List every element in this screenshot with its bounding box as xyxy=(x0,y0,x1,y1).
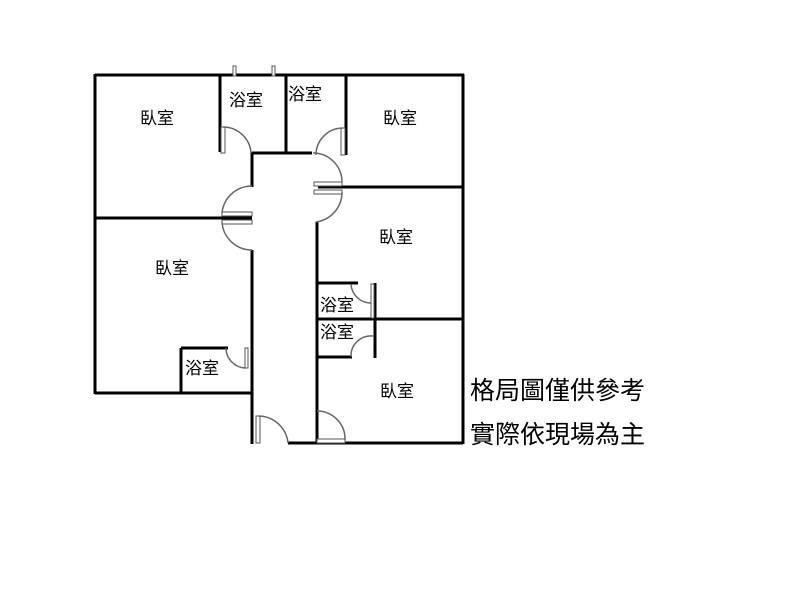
room-label-bedroom: 臥室 xyxy=(155,259,189,279)
disclaimer-line-1: 格局圖僅供參考 xyxy=(470,376,646,405)
room-label-bathroom: 浴室 xyxy=(288,85,322,105)
walls xyxy=(93,73,465,445)
room-label-bedroom: 臥室 xyxy=(380,382,414,402)
room-label-bathroom: 浴室 xyxy=(320,323,354,343)
room-label-bedroom: 臥室 xyxy=(379,228,413,248)
doors xyxy=(220,65,375,444)
room-label-bathroom: 浴室 xyxy=(229,91,263,111)
room-label-bedroom: 臥室 xyxy=(140,109,174,129)
room-label-bathroom: 浴室 xyxy=(185,359,219,379)
room-label-bedroom: 臥室 xyxy=(383,109,417,129)
room-labels: 臥室 浴室 浴室 臥室 臥室 臥室 浴室 浴室 浴室 臥室 xyxy=(140,85,417,402)
disclaimer-line-2: 實際依現場為主 xyxy=(470,420,646,449)
room-label-bathroom: 浴室 xyxy=(320,296,354,316)
